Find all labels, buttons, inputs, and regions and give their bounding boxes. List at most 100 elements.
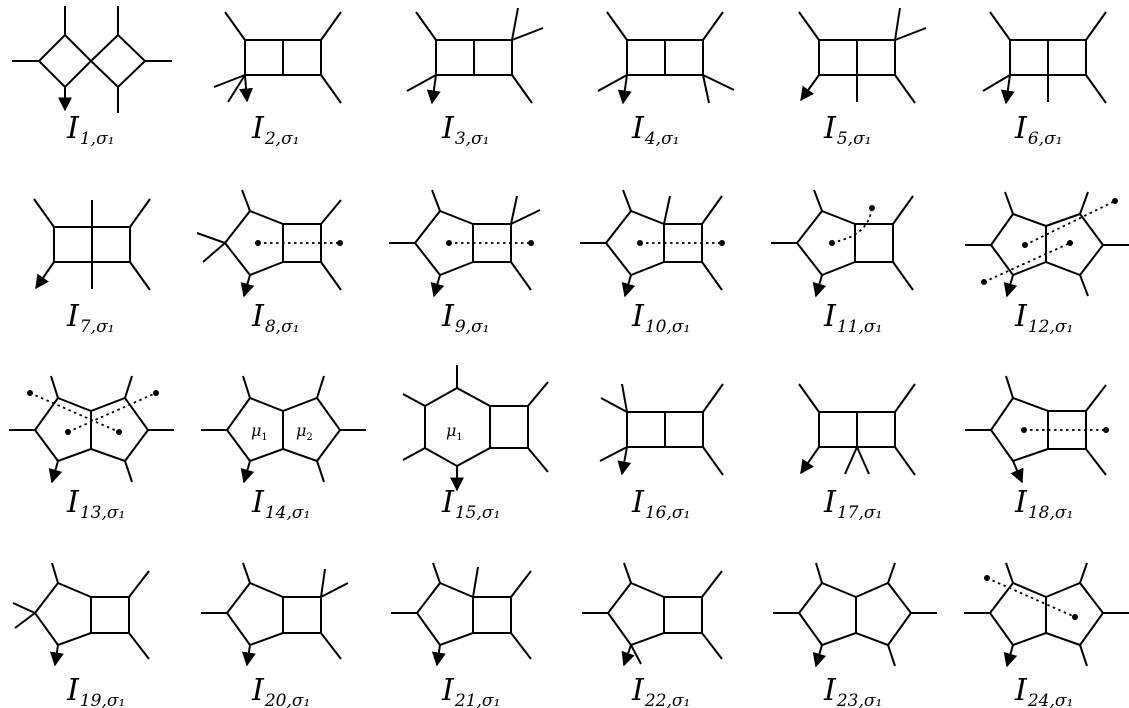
- diagram-label: I2,σ₁: [251, 111, 300, 149]
- label-subscript: 15,σ₁: [455, 503, 500, 523]
- propagator-line: [213, 74, 246, 88]
- loop-momentum-label: μ1: [251, 421, 268, 443]
- propagator-line: [815, 562, 823, 584]
- loop-polygon: [855, 581, 913, 647]
- dot-marker: [153, 390, 159, 396]
- propagator-line: [892, 261, 914, 291]
- propagator-line: [892, 195, 914, 225]
- propagator-line: [798, 11, 820, 41]
- dot-marker: [637, 240, 643, 246]
- propagator-line: [600, 397, 628, 413]
- loop-polygon: [413, 209, 474, 277]
- propagator-line: [12, 602, 36, 614]
- label-main: I: [1014, 299, 1028, 334]
- label-subscript: 24,σ₁: [1027, 691, 1073, 708]
- diagram-I23: [773, 562, 937, 668]
- propagator-line: [894, 7, 901, 41]
- propagator-line: [402, 393, 426, 407]
- diagram-label: I20,σ₁: [251, 673, 310, 708]
- propagator-line: [472, 566, 479, 598]
- label-main: I: [66, 673, 80, 708]
- momentum-arrow-leg: [800, 74, 820, 102]
- diagram-label: I1,σ₁: [66, 111, 115, 149]
- propagator-line: [511, 7, 519, 41]
- propagator-line: [1079, 274, 1089, 297]
- label-main: I: [251, 673, 265, 708]
- propagator-line: [415, 11, 437, 41]
- label-main: I: [823, 485, 837, 520]
- propagator-line: [320, 582, 349, 598]
- label-subscript: 17,σ₁: [837, 503, 882, 523]
- propagator-line: [844, 446, 858, 475]
- propagator-line: [701, 570, 723, 598]
- loop-polygon: [225, 581, 284, 647]
- propagator-line: [242, 562, 251, 584]
- label-subscript: 20,σ₁: [264, 691, 310, 708]
- label-main: I: [823, 673, 837, 708]
- loop-polygon: [424, 386, 491, 468]
- label-subscript: 5,σ₁: [837, 129, 872, 149]
- diagram-I6: [982, 11, 1107, 105]
- label-main: I: [631, 485, 645, 520]
- diagram-label: I18,σ₁: [1014, 485, 1073, 523]
- loop-polygon: [225, 396, 284, 463]
- propagator-line: [431, 189, 441, 212]
- diagram-label: I4,σ₁: [631, 111, 680, 149]
- propagator-line: [1079, 562, 1088, 584]
- label-subscript: 13,σ₁: [80, 503, 125, 523]
- loop-polygon: [797, 581, 857, 647]
- propagator-line: [630, 644, 642, 665]
- diagram-I15: [402, 365, 549, 492]
- dotted-numerator-line: [29, 392, 120, 433]
- propagator-line: [621, 383, 628, 413]
- momentum-arrow-leg: [241, 644, 256, 667]
- propagator-line: [510, 570, 532, 598]
- momentum-arrow-leg: [426, 74, 441, 105]
- dot-marker: [116, 429, 122, 435]
- label-subscript: 16,σ₁: [645, 503, 690, 523]
- label-main: I: [251, 111, 265, 146]
- propagator-line: [813, 189, 823, 212]
- propagator-line: [982, 74, 1011, 92]
- propagator-line: [702, 446, 724, 476]
- box-loop: [90, 596, 130, 634]
- momentum-arrow-leg: [800, 446, 820, 475]
- dotted-numerator-line: [1024, 200, 1116, 246]
- momentum-arrow-leg: [239, 74, 254, 103]
- diagram-label: I16,σ₁: [631, 485, 690, 523]
- dot-marker: [1103, 427, 1109, 433]
- label-main: I: [66, 299, 80, 334]
- propagator-line: [316, 460, 325, 483]
- propagator-line: [124, 375, 133, 399]
- diagram-label: I21,σ₁: [441, 673, 500, 708]
- propagator-line: [701, 261, 723, 291]
- propagator-line: [196, 232, 226, 244]
- propagator-line: [510, 195, 518, 225]
- propagator-line: [798, 383, 820, 413]
- label-subscript: 7,σ₁: [80, 317, 115, 337]
- dotted-numerator-line: [986, 577, 1076, 618]
- propagator-line: [320, 568, 326, 598]
- label-subscript: 9,σ₁: [455, 317, 490, 337]
- propagator-line: [320, 261, 342, 291]
- label-main: I: [1014, 485, 1028, 520]
- propagator-line: [894, 27, 927, 41]
- diagram-I17: [798, 383, 916, 476]
- propagator-line: [599, 446, 628, 462]
- propagator-line: [316, 375, 325, 399]
- label-main: I: [631, 299, 645, 334]
- loop-momentum-label: μ2: [296, 421, 313, 443]
- label-main: I: [66, 111, 80, 146]
- loop-polygon: [795, 209, 856, 277]
- propagator-line: [527, 381, 549, 407]
- propagator-line: [702, 74, 710, 104]
- propagator-line: [14, 612, 36, 629]
- label-main: I: [441, 485, 455, 520]
- propagator-line: [432, 562, 441, 584]
- propagator-line: [887, 644, 896, 667]
- dot-marker: [1021, 427, 1027, 433]
- momentum-arrow-leg: [1010, 460, 1024, 484]
- propagator-line: [1085, 448, 1107, 476]
- diagram-I9: [389, 189, 541, 298]
